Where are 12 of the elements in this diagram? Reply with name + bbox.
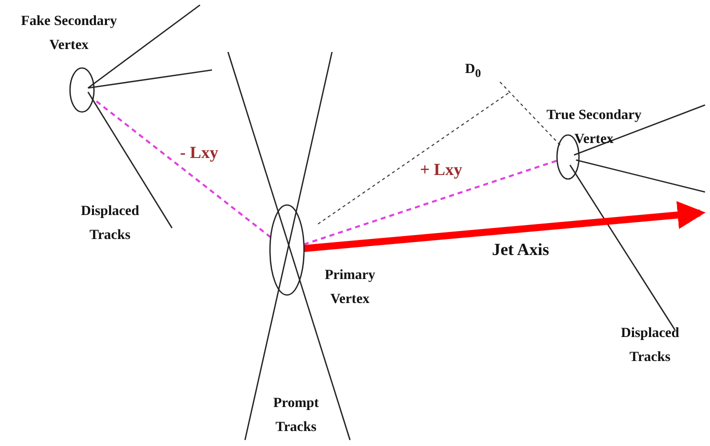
distance-label: D$_{0}$ — [464, 61, 482, 82]
vertex-label: Fake Secondary Vertex — [20, 13, 118, 55]
edge-label: - Lxy — [178, 145, 220, 161]
track-label: Prompt Tracks — [272, 395, 320, 437]
edge-label: Jet Axis — [491, 242, 550, 258]
arrow — [304, 201, 706, 252]
dashed-line — [304, 160, 558, 246]
vertex-label: Primary Vertex — [324, 267, 376, 309]
vertex-label: True Secondary Vertex — [545, 107, 642, 149]
edge-label: + Lxy — [418, 162, 464, 178]
track-label: Displaced Tracks — [620, 325, 680, 367]
track-label: Displaced Tracks — [80, 203, 140, 245]
